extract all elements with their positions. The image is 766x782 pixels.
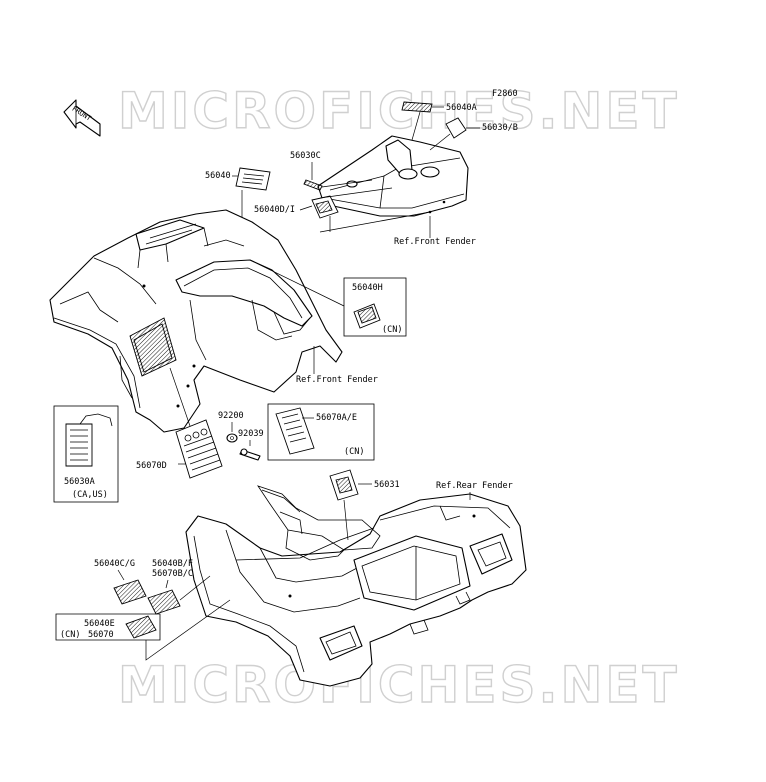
label-56030a: 56030A [64, 477, 95, 487]
box-56030a [53, 405, 119, 503]
decal-56040a [401, 101, 433, 113]
label-56031: 56031 [374, 480, 400, 490]
watermark-top: MICROFICHES.NET [118, 82, 680, 140]
label-56040a: 56040A [446, 103, 477, 113]
decal-56070ae [275, 407, 315, 455]
front-arrow-icon [63, 99, 101, 137]
label-cn-2: (CN) [344, 447, 364, 457]
label-56040cg: 56040C/G [94, 559, 135, 569]
label-56070: 56070 [88, 630, 114, 640]
label-56030c: 56030C [290, 151, 321, 161]
label-cn-3: (CN) [60, 630, 80, 640]
label-92039: 92039 [238, 429, 264, 439]
label-56030b: 56030/B [482, 123, 518, 133]
label-56040e: 56040E [84, 619, 115, 629]
front-fender-top-part [317, 135, 469, 217]
label-56040di: 56040D/I [254, 205, 295, 215]
decal-56030b [445, 117, 467, 139]
label-ca-us: (CA,US) [72, 490, 108, 500]
label-56070ae: 56070A/E [316, 413, 357, 423]
washer-92200 [226, 433, 238, 443]
label-ref-rear-fender: Ref.Rear Fender [436, 481, 513, 491]
diagram-code: F2860 [492, 89, 518, 99]
label-cn-1: (CN) [382, 325, 402, 335]
label-92200: 92200 [218, 411, 244, 421]
tag-56030a [65, 423, 93, 467]
label-ref-front-fender-2: Ref.Front Fender [296, 375, 378, 385]
watermark-bottom: MICROFICHES.NET [118, 656, 680, 714]
decal-56040e [125, 615, 157, 639]
label-56070d: 56070D [136, 461, 167, 471]
label-56040: 56040 [205, 171, 231, 181]
front-fender-main-part [49, 209, 343, 433]
rear-fender-part [185, 485, 527, 687]
decal-56040bf [147, 589, 181, 615]
label-ref-front-fender-1: Ref.Front Fender [394, 237, 476, 247]
box-56040e [55, 613, 161, 641]
decal-56040cg [113, 579, 147, 605]
strip-56030c [303, 179, 323, 191]
label-56040bf: 56040B/F [152, 559, 193, 569]
label-56070bc: 56070B/C [152, 569, 193, 579]
box-56070ae [267, 403, 375, 461]
label-56040h: 56040H [352, 283, 383, 293]
box-56040h [343, 277, 407, 337]
